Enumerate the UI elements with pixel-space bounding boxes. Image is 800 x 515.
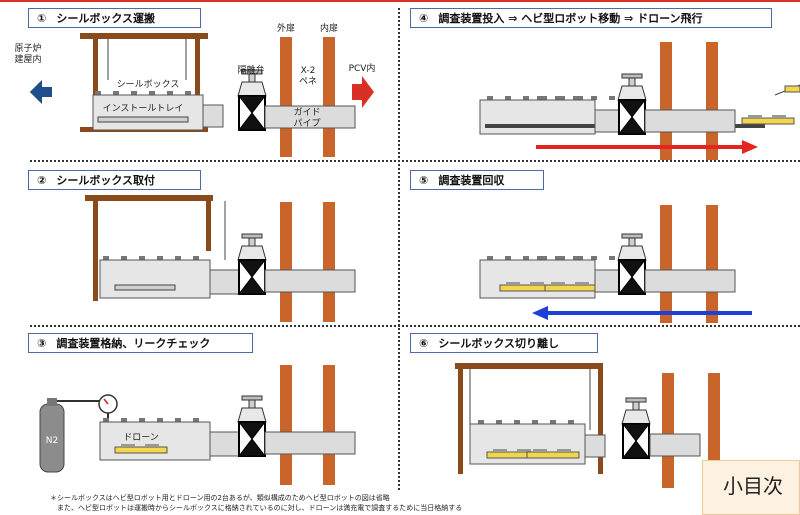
step-6-title: ⑥ シールボックス切り離し <box>410 333 598 353</box>
horizontal-separator-1 <box>30 160 800 162</box>
step-5-number: ⑤ <box>419 174 429 187</box>
footnote-line-2: また、ヘビ型ロボットは運搬時からシールボックスに格納されているのに対し、ドローン… <box>50 504 463 512</box>
drone-label: ドローン <box>123 433 159 443</box>
step-5-diagram <box>479 205 752 323</box>
sub-index-overlay: 小目次 <box>702 460 800 515</box>
step-1-number: ① <box>37 12 47 25</box>
step-4-diagram <box>479 42 800 160</box>
horizontal-separator-2 <box>30 325 800 327</box>
n2-label: N2 <box>45 436 59 446</box>
penetration-label: X-2 ペネ <box>298 66 317 87</box>
guide-pipe <box>264 105 356 129</box>
reactor-building-label: 原子炉 建屋内 <box>14 44 42 65</box>
step-1-text: シールボックス運搬 <box>56 12 155 25</box>
step-6-number: ⑥ <box>419 337 429 350</box>
step-2-diagram <box>85 195 356 322</box>
vertical-separator <box>398 8 400 490</box>
guide-pipe-label: ガイド パイプ <box>293 108 321 129</box>
step-4-text: 調査装置投入 ⇒ ヘビ型ロボット移動 ⇒ ドローン飛行 <box>438 12 703 25</box>
step-5-title: ⑤ 調査装置回収 <box>410 170 544 190</box>
step-2-number: ② <box>37 174 47 187</box>
install-tray-label: インストールトレイ <box>102 104 184 114</box>
transport-frame-top <box>80 33 208 39</box>
step-5-text: 調査装置回収 <box>438 174 505 187</box>
step-1-title: ① シールボックス運搬 <box>28 8 201 28</box>
pcv-arrow-icon <box>352 76 374 108</box>
step-3-diagram <box>39 365 356 485</box>
step-6-text: シールボックス切り離し <box>438 337 559 350</box>
seal-box <box>92 94 204 131</box>
inner-door <box>323 37 335 157</box>
isolation-valve-label: 隔離弁 <box>237 66 265 76</box>
inner-door-label: 内扉 <box>319 24 338 34</box>
step-3-number: ③ <box>37 337 47 350</box>
step-4-number: ④ <box>419 12 429 25</box>
step-2-title: ② シールボックス取付 <box>28 170 201 190</box>
step-6-diagram <box>455 363 720 488</box>
reactor-building-arrow-icon <box>30 80 52 104</box>
pcv-inside-label: PCV内 <box>348 64 376 74</box>
step-2-text: シールボックス取付 <box>56 174 155 187</box>
footnote-line-1: ＊シールボックスはヘビ型ロボット用とドローン用の2台あるが、類似構成のためヘビ型… <box>50 494 390 502</box>
step-1-diagram <box>30 33 374 157</box>
top-red-line <box>0 0 800 2</box>
step-3-title: ③ 調査装置格納、リークチェック <box>28 333 253 353</box>
step-4-title: ④ 調査装置投入 ⇒ ヘビ型ロボット移動 ⇒ ドローン飛行 <box>410 8 772 28</box>
step-3-text: 調査装置格納、リークチェック <box>56 337 211 350</box>
seal-box-label: シールボックス <box>116 80 180 90</box>
sub-index-text: 小目次 <box>723 474 783 498</box>
outer-door-label: 外扉 <box>276 24 295 34</box>
outer-door <box>280 37 292 157</box>
